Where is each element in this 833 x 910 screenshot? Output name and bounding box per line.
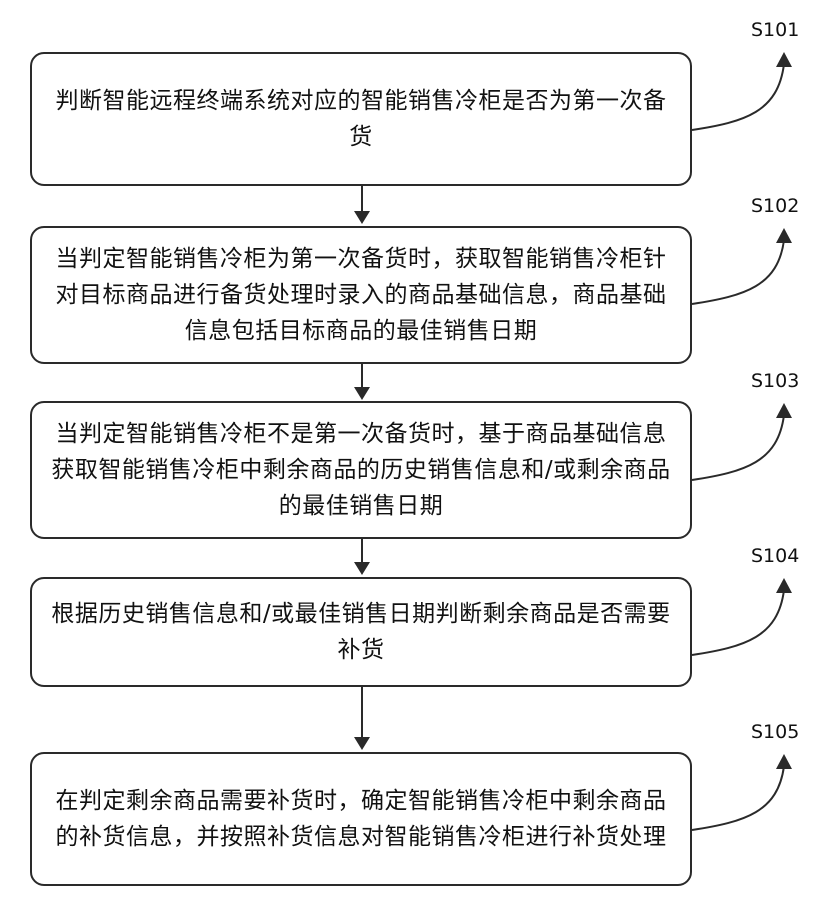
- step-text-s103: 当判定智能销售冷柜不是第一次备货时，基于商品基础信息获取智能销售冷柜中剩余商品的…: [46, 416, 676, 524]
- step-text-s105: 在判定剩余商品需要补货时，确定智能销售冷柜中剩余商品的补货信息，并按照补货信息对…: [46, 783, 676, 855]
- step-box-s105: 在判定剩余商品需要补货时，确定智能销售冷柜中剩余商品的补货信息，并按照补货信息对…: [30, 752, 692, 886]
- label-leader-s102: [692, 228, 792, 304]
- label-leader-s101: [692, 52, 792, 130]
- label-leader-s105: [692, 754, 792, 830]
- step-text-s101: 判断智能远程终端系统对应的智能销售冷柜是否为第一次备货: [46, 83, 676, 155]
- label-leader-s103: [692, 403, 792, 480]
- down-arrow-1-2: [354, 186, 370, 224]
- step-text-s104: 根据历史销售信息和/或最佳销售日期判断剩余商品是否需要补货: [46, 596, 676, 668]
- label-leader-s104: [692, 578, 792, 655]
- step-label-s102: S102: [751, 195, 799, 217]
- down-arrow-2-3: [354, 364, 370, 400]
- step-box-s102: 当判定智能销售冷柜为第一次备货时，获取智能销售冷柜针对目标商品进行备货处理时录入…: [30, 226, 692, 364]
- down-arrow-4-5: [354, 687, 370, 750]
- down-arrow-3-4: [354, 539, 370, 575]
- step-box-s103: 当判定智能销售冷柜不是第一次备货时，基于商品基础信息获取智能销售冷柜中剩余商品的…: [30, 401, 692, 539]
- step-label-s104: S104: [751, 545, 799, 567]
- step-box-s104: 根据历史销售信息和/或最佳销售日期判断剩余商品是否需要补货: [30, 577, 692, 687]
- step-label-s101: S101: [751, 19, 799, 41]
- step-text-s102: 当判定智能销售冷柜为第一次备货时，获取智能销售冷柜针对目标商品进行备货处理时录入…: [46, 241, 676, 349]
- step-label-s105: S105: [751, 721, 799, 743]
- step-box-s101: 判断智能远程终端系统对应的智能销售冷柜是否为第一次备货: [30, 52, 692, 186]
- step-label-s103: S103: [751, 370, 799, 392]
